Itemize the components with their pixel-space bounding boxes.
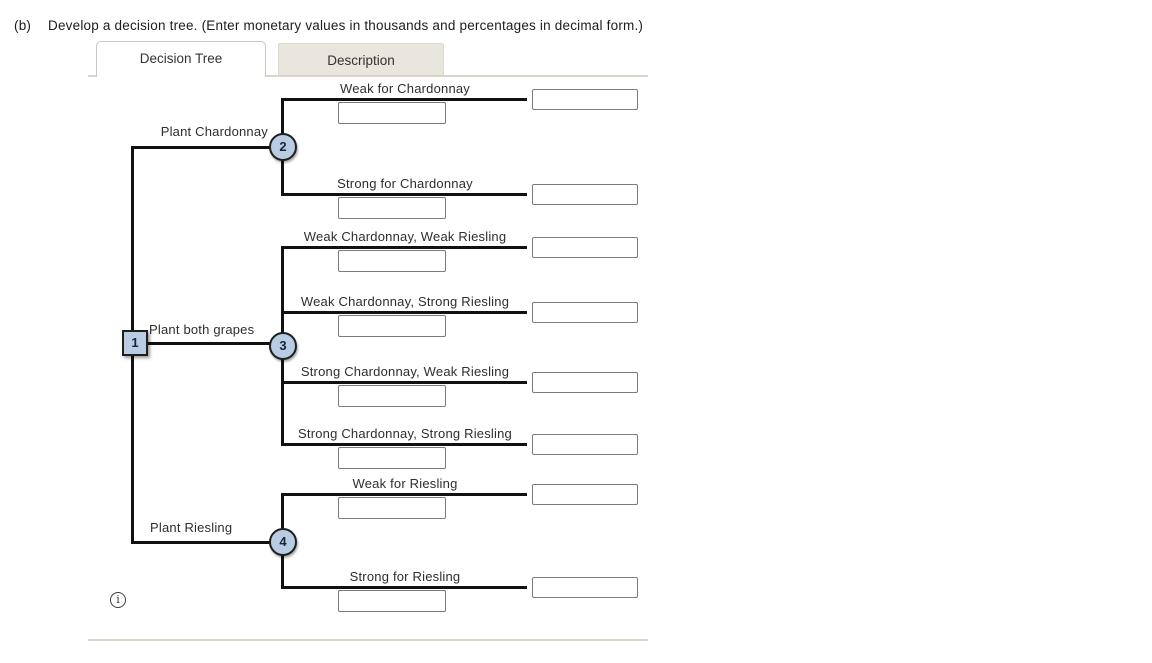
outcome-label: Strong for Riesling: [349, 569, 461, 584]
payoff-input[interactable]: [532, 577, 638, 598]
payoff-input[interactable]: [532, 372, 638, 393]
decision-node-1: 1: [122, 330, 148, 356]
outcome-label: Weak Chardonnay, Strong Riesling: [300, 294, 510, 309]
decision-branch-label: Plant both grapes: [149, 322, 255, 337]
outcome-label: Strong Chardonnay, Strong Riesling: [298, 426, 512, 441]
probability-input[interactable]: [338, 447, 446, 469]
outcome-branch-line: [281, 98, 527, 101]
payoff-input[interactable]: [532, 302, 638, 323]
chance-node-2: 2: [269, 133, 297, 161]
probability-input[interactable]: [338, 250, 446, 272]
outcome-branch-line: [281, 246, 527, 249]
outcome-branch-line: [281, 586, 527, 589]
part-label: (b): [14, 18, 32, 33]
chance-node-3: 3: [269, 332, 297, 360]
payoff-input[interactable]: [532, 237, 638, 258]
payoff-input[interactable]: [532, 484, 638, 505]
probability-input[interactable]: [338, 197, 446, 219]
outcome-label: Weak Chardonnay, Weak Riesling: [303, 229, 507, 244]
probability-input[interactable]: [338, 102, 446, 124]
decision-branch-label: Plant Riesling: [150, 520, 233, 535]
outcome-label: Strong for Chardonnay: [337, 176, 473, 191]
outcome-branch-line: [281, 311, 527, 314]
decision-branch-label: Plant Chardonnay: [160, 124, 268, 139]
question-header: (b) Develop a decision tree. (Enter monet…: [14, 18, 643, 33]
outcome-branch-line: [281, 193, 527, 196]
payoff-input[interactable]: [532, 89, 638, 110]
branch-line-plant-riesling: [131, 541, 270, 544]
probability-input[interactable]: [338, 590, 446, 612]
bottom-divider: [88, 639, 648, 641]
tab-decision-tree[interactable]: Decision Tree: [96, 41, 266, 77]
tab-description[interactable]: Description: [278, 43, 444, 76]
payoff-input[interactable]: [532, 184, 638, 205]
chance-node-4: 4: [269, 528, 297, 556]
outcome-branch-line: [281, 493, 527, 496]
outcome-label: Weak for Riesling: [352, 476, 458, 491]
outcome-branch-line: [281, 443, 527, 446]
probability-input[interactable]: [338, 497, 446, 519]
branch-line-plant-chardonnay: [131, 146, 270, 149]
info-icon[interactable]: i: [110, 592, 126, 608]
branch-line-plant-both: [146, 342, 270, 345]
outcome-label: Strong Chardonnay, Weak Riesling: [300, 364, 510, 379]
outcome-label: Weak for Chardonnay: [339, 81, 471, 96]
outcome-branch-line: [281, 381, 527, 384]
instruction-text: Develop a decision tree. (Enter monetary…: [48, 18, 644, 33]
payoff-input[interactable]: [532, 434, 638, 455]
probability-input[interactable]: [338, 315, 446, 337]
probability-input[interactable]: [338, 385, 446, 407]
tab-underline: [88, 75, 648, 77]
